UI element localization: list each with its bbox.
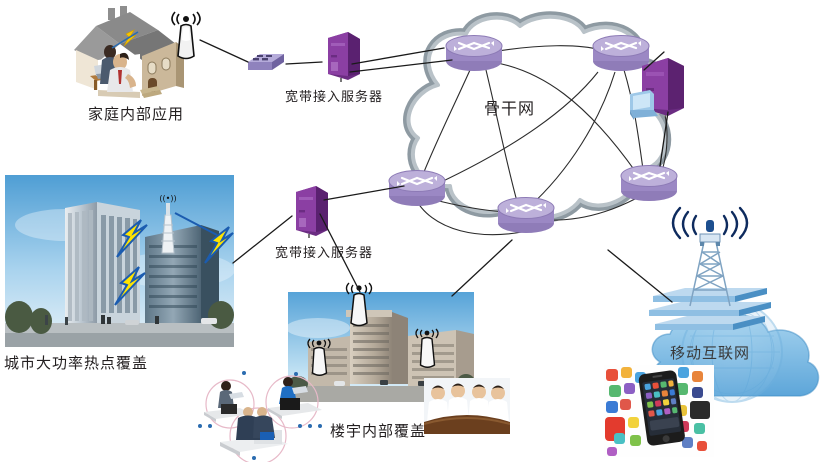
- mobile-users-photo: [196, 368, 336, 462]
- bras-top-label: 宽带接入服务器: [285, 89, 384, 104]
- office-crowd-photo: [424, 378, 510, 434]
- backbone-router-left[interactable]: [386, 165, 448, 209]
- broadband-access-server-top[interactable]: [320, 28, 364, 84]
- network-switch-icon[interactable]: [246, 48, 286, 76]
- city-hotspot-label: 城市大功率热点覆盖: [4, 356, 149, 372]
- bras-mid-label: 宽带接入服务器: [275, 245, 374, 260]
- backbone-router-top-right[interactable]: [590, 30, 652, 74]
- indoor-building-label: 楼宇内部覆盖: [330, 424, 427, 440]
- broadband-access-server-mid[interactable]: [288, 182, 332, 240]
- backbone-label: 骨干网: [484, 101, 536, 118]
- mobile-apps-photo: [604, 365, 714, 457]
- indoor-antenna-top-icon: [342, 282, 376, 332]
- backbone-router-top-left[interactable]: [443, 30, 505, 74]
- home-antenna-icon: [168, 11, 204, 66]
- mobile-core-platform-stack: [645, 280, 775, 342]
- indoor-antenna-left-icon: [304, 338, 334, 382]
- indoor-antenna-right-icon: [412, 328, 442, 374]
- svg-text:((•)): ((•)): [159, 194, 176, 203]
- backbone-router-right[interactable]: [618, 160, 680, 204]
- mobile-internet-label: 移动互联网: [670, 346, 751, 362]
- backbone-router-bottom[interactable]: [495, 192, 557, 236]
- cell-tower-icon: [671, 206, 749, 308]
- city-hotspot-photo: ((•)): [5, 175, 234, 347]
- core-server-workstation[interactable]: [628, 52, 688, 122]
- home-house-illustration: [72, 4, 187, 99]
- home-label: 家庭内部应用: [88, 107, 185, 123]
